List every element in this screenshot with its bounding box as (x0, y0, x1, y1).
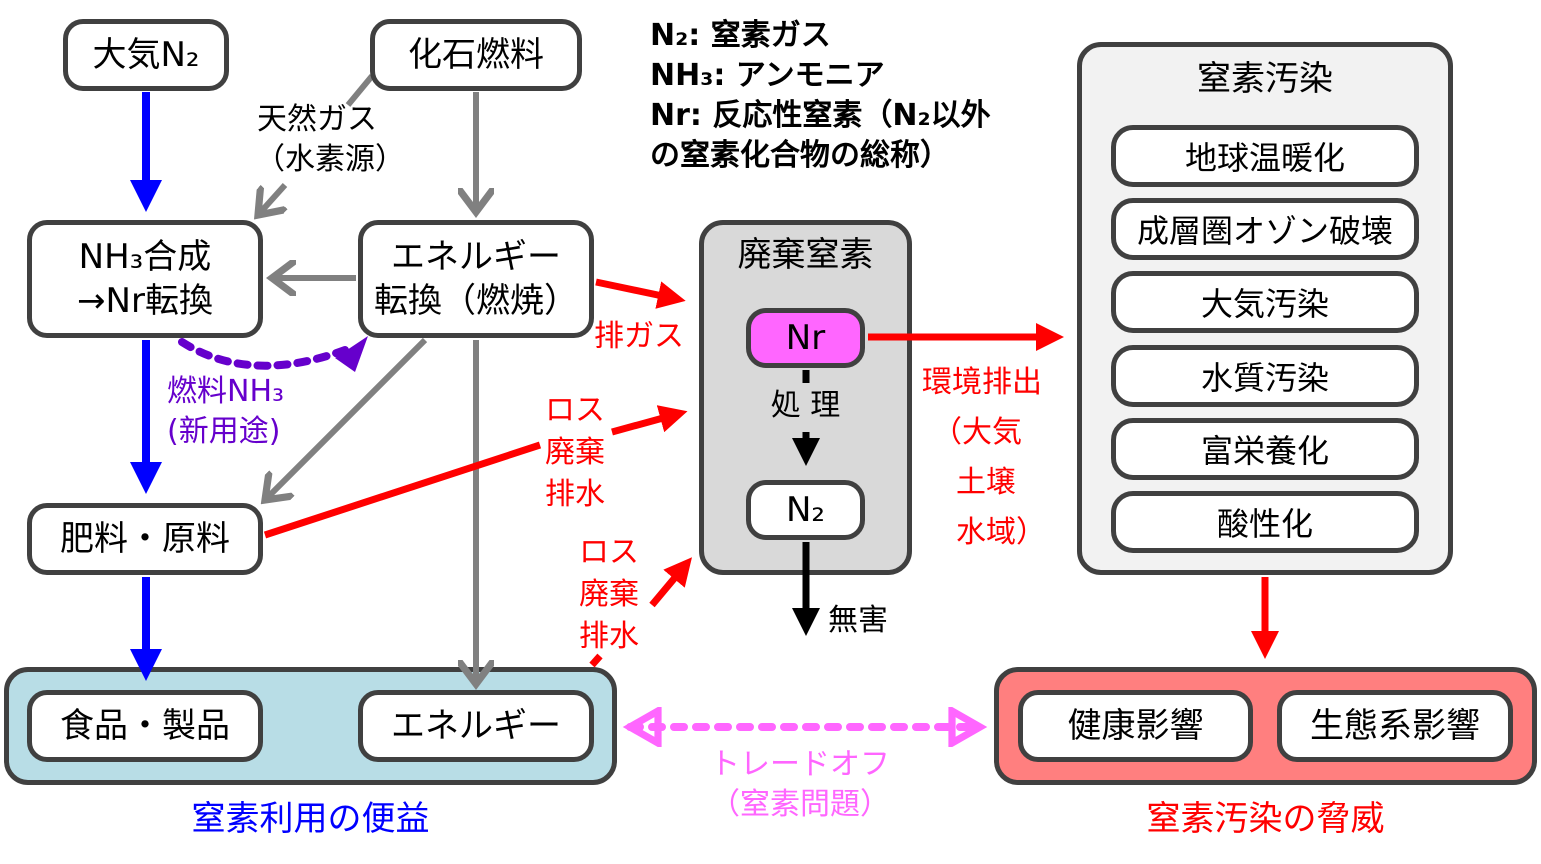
label-loss-1: ロス 廃棄 排水 (545, 393, 605, 512)
pollution-item-eutrophication: 富栄養化 (1111, 418, 1419, 480)
pollution-title: 窒素汚染 (1197, 59, 1333, 99)
label-harmless: 無害 (828, 603, 888, 638)
node-n2: N₂ (746, 480, 865, 540)
node-energy-conversion: エネルギー 転換（燃焼） (358, 220, 594, 338)
node-food-products: 食品・製品 (27, 690, 263, 762)
label-natural-gas: 天然ガス （水素源） (255, 102, 405, 177)
label-loss-2: ロス 廃棄 排水 (579, 535, 639, 654)
legend-nr-cont: の窒素化合物の総称） (650, 138, 950, 173)
node-atmos-n2: 大気N₂ (63, 19, 229, 91)
arrow-natgas-to-synthesis-head (258, 182, 285, 215)
arrow-loss-fertilizer (263, 441, 542, 539)
waste-nitrogen-title: 廃棄窒素 (737, 235, 874, 275)
pollution-item-ozone-depletion: 成層圏オゾン破壊 (1111, 198, 1419, 260)
node-energy: エネルギー (358, 690, 594, 762)
arrow-natgas-to-synthesis (345, 74, 375, 107)
legend-n2: N₂: 窒素ガス (650, 18, 831, 53)
node-nh3-synthesis: NH₃合成 →Nr転換 (27, 220, 263, 338)
label-benefit: 窒素利用の便益 (191, 799, 430, 839)
arrow-fuel-nh3 (178, 338, 349, 370)
legend-nh3: NH₃: アンモニア (650, 58, 885, 93)
node-fossil-fuel: 化石燃料 (370, 19, 582, 91)
pollution-item-water-pollution: 水質汚染 (1111, 345, 1419, 407)
label-tradeoff: トレードオフ （窒素問題） (710, 747, 890, 822)
arrow-exhaust (595, 278, 686, 309)
arrow-energy-to-fertilizer (265, 337, 428, 500)
node-nr: Nr (746, 308, 865, 368)
legend: N₂: 窒素ガス NH₃: アンモニア Nr: 反応性窒素（N₂以外 の窒素化合… (650, 16, 991, 176)
arrow-loss-energy (589, 653, 603, 668)
legend-nr: Nr: 反応性窒素（N₂以外 (650, 98, 991, 133)
label-fuel-nh3: 燃料NH₃ (新用途) (167, 374, 285, 449)
pollution-item-global-warming: 地球温暖化 (1111, 125, 1419, 187)
pollution-item-acidification: 酸性化 (1111, 491, 1419, 553)
node-health-impact: 健康影響 (1018, 690, 1253, 762)
label-exhaust-gas: 排ガス (594, 319, 684, 354)
pollution-item-air-pollution: 大気汚染 (1111, 271, 1419, 333)
label-env-emission: 環境排出 （大気 土壌 水域） (922, 365, 1046, 550)
label-treatment: 処 理 (770, 388, 841, 423)
label-threat: 窒素汚染の脅威 (1146, 799, 1385, 839)
node-ecosystem-impact: 生態系影響 (1277, 690, 1513, 762)
node-fertilizer: 肥料・原料 (27, 503, 263, 575)
